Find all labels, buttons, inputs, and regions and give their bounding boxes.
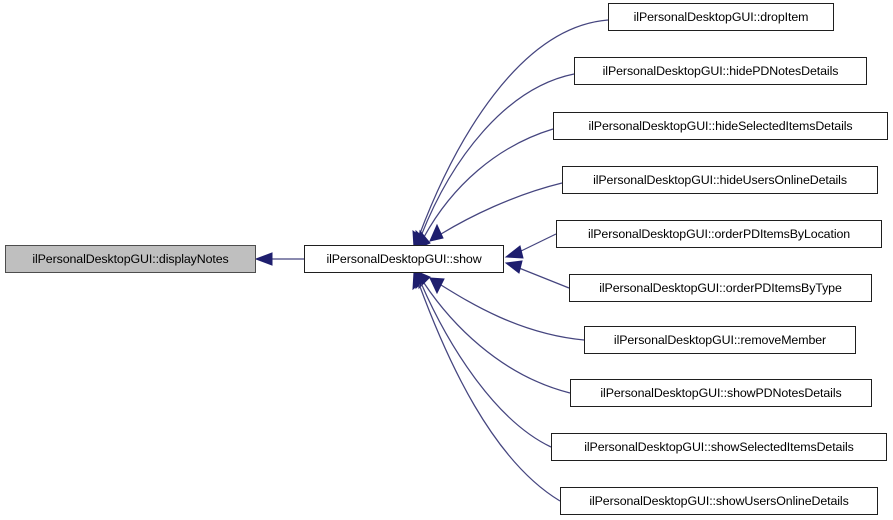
edge-arrowhead-icon — [412, 271, 426, 291]
graph-node-hideSelectedItemsDetails[interactable]: ilPersonalDesktopGUI::hideSelectedItemsD… — [553, 112, 888, 140]
edge-line — [518, 233, 557, 253]
graph-edge — [504, 260, 570, 289]
edge-line — [420, 73, 575, 237]
graph-node-removeMember[interactable]: ilPersonalDesktopGUI::removeMember — [584, 326, 856, 354]
graph-node-label: ilPersonalDesktopGUI::showPDNotesDetails — [600, 385, 842, 400]
edge-arrowhead-icon — [254, 252, 273, 266]
graph-edge — [429, 277, 585, 341]
graph-node-hidePDNotesDetails[interactable]: ilPersonalDesktopGUI::hidePDNotesDetails — [574, 57, 867, 85]
edge-arrowhead-icon — [504, 260, 523, 274]
graph-edge — [417, 128, 554, 249]
graph-node-show[interactable]: ilPersonalDesktopGUI::show — [304, 245, 504, 273]
edge-arrowhead-icon — [417, 271, 431, 290]
graph-node-label: ilPersonalDesktopGUI::hidePDNotesDetails — [602, 63, 839, 78]
graph-edge — [417, 271, 571, 394]
edge-arrowhead-icon — [415, 271, 428, 290]
graph-node-orderPDItemsByLocation[interactable]: ilPersonalDesktopGUI::orderPDItemsByLoca… — [556, 220, 882, 248]
graph-node-label: ilPersonalDesktopGUI::show — [326, 251, 482, 266]
edge-line — [518, 267, 570, 289]
graph-edge — [429, 182, 563, 242]
edge-line — [418, 283, 561, 502]
graph-node-label: ilPersonalDesktopGUI::showSelectedItemsD… — [584, 439, 854, 454]
graph-edge — [415, 271, 552, 448]
graph-node-label: ilPersonalDesktopGUI::displayNotes — [32, 251, 229, 266]
graph-node-showSelectedItemsDetails[interactable]: ilPersonalDesktopGUI::showSelectedItemsD… — [551, 433, 887, 461]
graph-node-dropItem[interactable]: ilPersonalDesktopGUI::dropItem — [608, 3, 834, 31]
graph-edge — [412, 271, 561, 502]
edge-line — [440, 182, 563, 235]
edge-line — [423, 282, 571, 394]
graph-node-showUsersOnlineDetails[interactable]: ilPersonalDesktopGUI::showUsersOnlineDet… — [560, 487, 878, 515]
graph-edge — [504, 233, 557, 259]
graph-node-label: ilPersonalDesktopGUI::hideSelectedItemsD… — [588, 118, 853, 133]
graph-node-displayNotes[interactable]: ilPersonalDesktopGUI::displayNotes — [5, 245, 256, 273]
edge-arrowhead-icon — [429, 223, 444, 242]
edge-arrowhead-icon — [429, 277, 445, 295]
graph-edge — [254, 252, 304, 266]
edge-line — [420, 282, 552, 448]
graph-node-label: ilPersonalDesktopGUI::orderPDItemsByLoca… — [587, 226, 851, 241]
graph-node-label: ilPersonalDesktopGUI::orderPDItemsByType — [599, 280, 842, 295]
edge-line — [440, 284, 585, 341]
graph-node-label: ilPersonalDesktopGUI::hideUsersOnlineDet… — [593, 172, 847, 187]
graph-edge — [415, 73, 575, 249]
graph-node-label: ilPersonalDesktopGUI::showUsersOnlineDet… — [589, 493, 849, 508]
graph-node-orderPDItemsByType[interactable]: ilPersonalDesktopGUI::orderPDItemsByType — [569, 274, 872, 302]
graph-node-hideUsersOnlineDetails[interactable]: ilPersonalDesktopGUI::hideUsersOnlineDet… — [562, 166, 878, 194]
graph-node-label: ilPersonalDesktopGUI::removeMember — [613, 332, 827, 347]
graph-node-showPDNotesDetails[interactable]: ilPersonalDesktopGUI::showPDNotesDetails — [570, 379, 872, 407]
graph-node-label: ilPersonalDesktopGUI::dropItem — [633, 9, 809, 24]
edge-arrowhead-icon — [504, 245, 524, 259]
edge-line — [423, 128, 554, 238]
